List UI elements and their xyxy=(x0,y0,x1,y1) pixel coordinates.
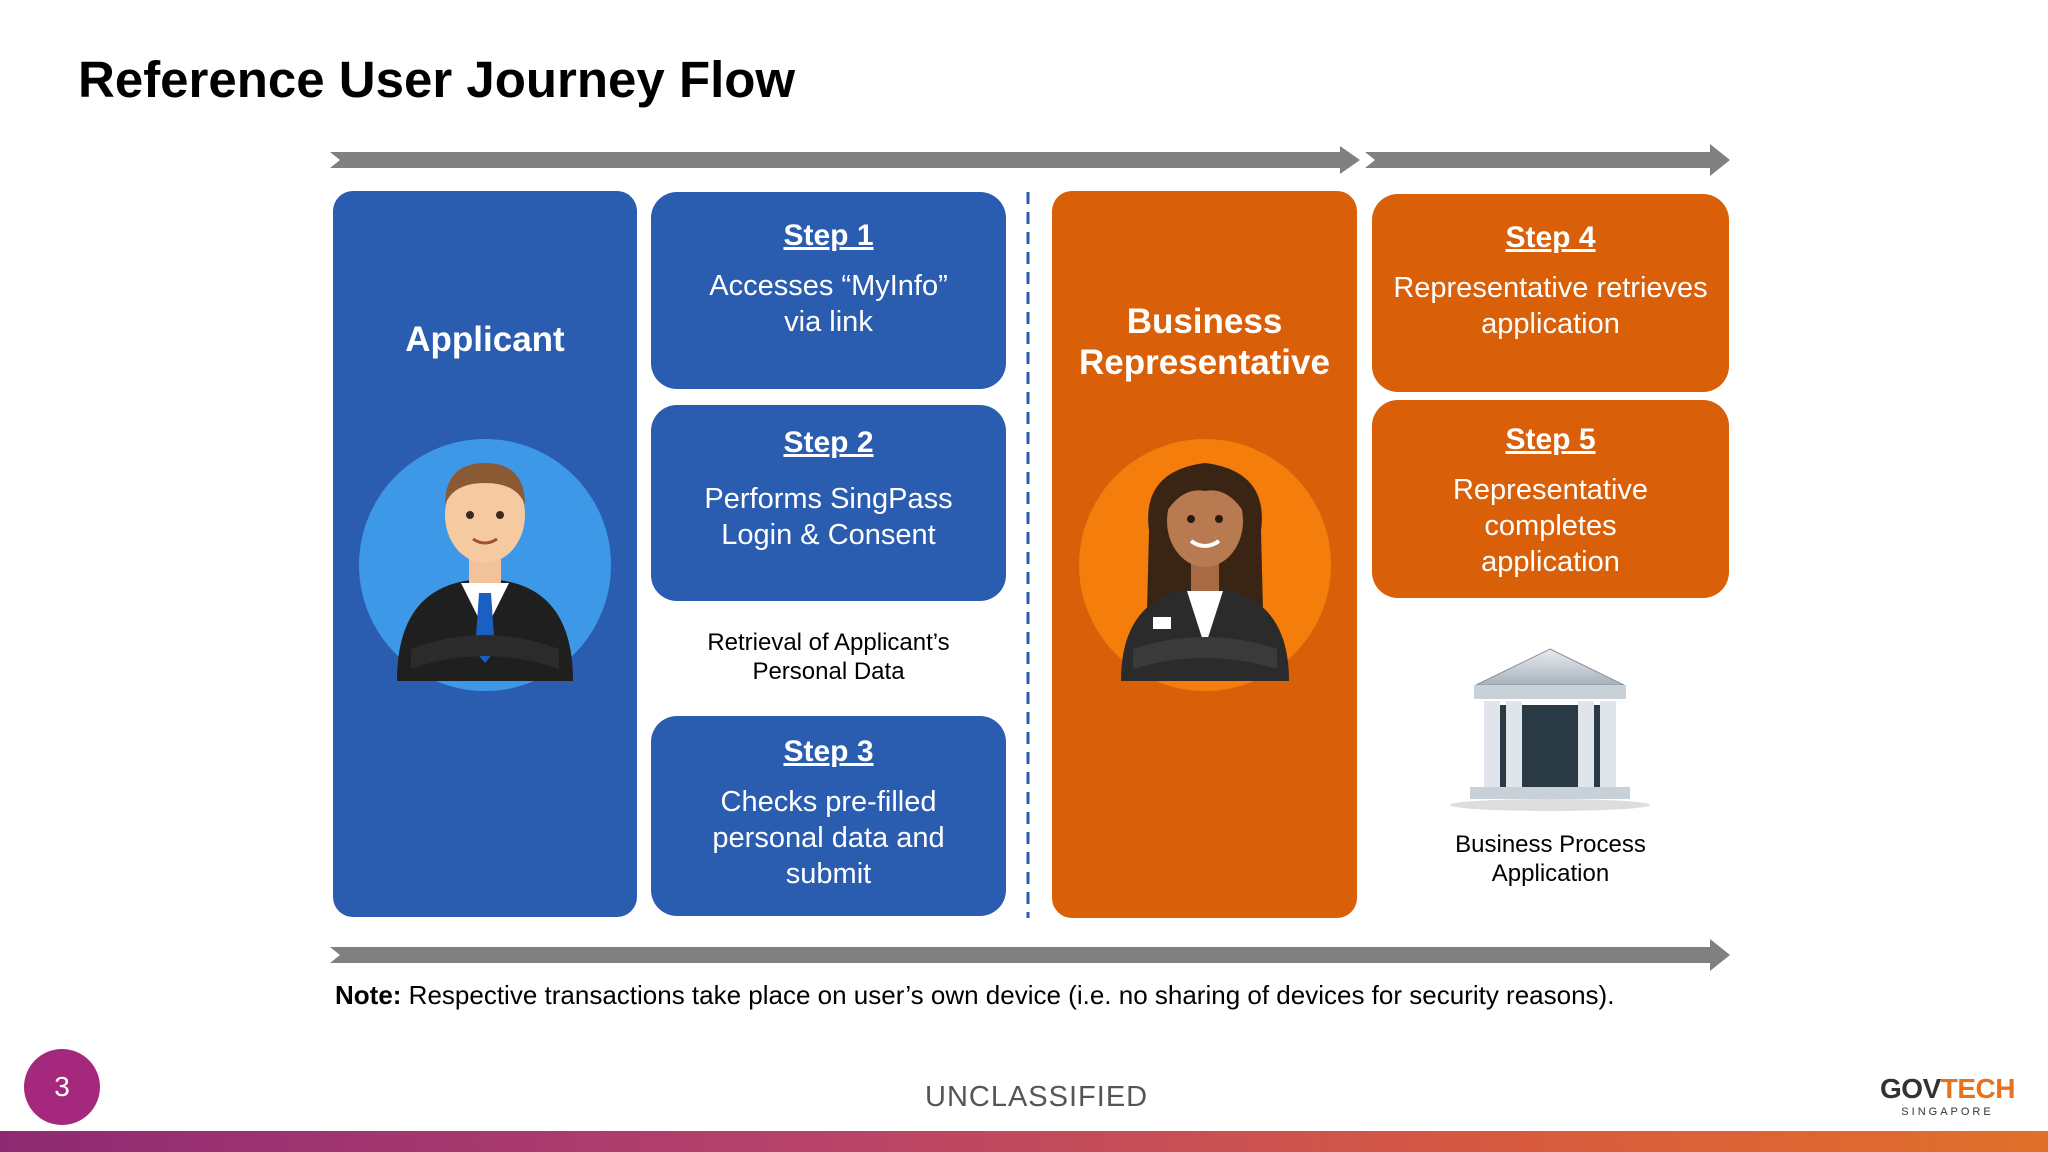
retrieval-caption-line1: Retrieval of Applicant’s xyxy=(707,629,950,656)
step-3-desc-line1: Checks pre-filled xyxy=(720,786,937,818)
step-4-desc-line2: application xyxy=(1481,308,1620,340)
retrieval-caption-line2: Personal Data xyxy=(752,658,905,685)
dashed-divider xyxy=(1026,192,1030,918)
step-5-desc-line1: Representative xyxy=(1452,474,1649,506)
logo-tech-text: TECH xyxy=(1940,1073,2016,1104)
step-1-desc-line2: via link xyxy=(784,306,873,338)
applicant-panel: Applicant xyxy=(333,191,637,917)
step-2-desc-line2: Login & Consent xyxy=(721,519,936,551)
business-representative-avatar-icon xyxy=(1079,439,1331,691)
business-rep-title-line1: Business xyxy=(1126,302,1283,341)
note-label: Note: xyxy=(335,980,402,1010)
retrieval-caption: Retrieval of Applicant’s Personal Data xyxy=(651,628,1006,686)
step-5-label: Step 5 xyxy=(1505,423,1596,456)
business-rep-title-line2: Representative xyxy=(1079,343,1330,382)
step-2-desc-line1: Performs SingPass xyxy=(704,483,953,515)
logo-sub-text: SINGAPORE xyxy=(1901,1106,1994,1118)
step-5-desc-line2: completes xyxy=(1484,510,1617,542)
business-representative-panel: Business Representative xyxy=(1052,191,1357,918)
top-arrow-left xyxy=(330,146,1360,174)
step-4-desc-line1: Representative retrieves xyxy=(1393,272,1708,304)
step-3-desc-line2: personal data and xyxy=(712,822,945,854)
logo-gov-text: GOV xyxy=(1880,1073,1941,1104)
business-rep-title: Business Representative xyxy=(1052,301,1357,383)
bottom-flow-arrow xyxy=(330,939,1730,971)
note-text: Respective transactions take place on us… xyxy=(408,980,1615,1010)
classification-label: UNCLASSIFIED xyxy=(925,1081,1149,1113)
step-4-label: Step 4 xyxy=(1505,221,1596,254)
applicant-avatar-icon xyxy=(359,439,611,691)
step-5-box: Step 5 Representative completes applicat… xyxy=(1372,400,1729,598)
step-3-desc-line3: submit xyxy=(785,858,872,890)
bank-caption-line2: Application xyxy=(1491,860,1610,887)
applicant-title: Applicant xyxy=(405,320,565,359)
top-flow-arrows xyxy=(330,144,1730,176)
step-1-box: Step 1 Accesses “MyInfo” via link xyxy=(651,192,1006,389)
note: Note: Respective transactions take place… xyxy=(335,980,1614,1011)
step-5-desc-line3: application xyxy=(1481,546,1620,578)
page-number-badge: 3 xyxy=(24,1049,100,1125)
step-1-desc-line1: Accesses “MyInfo” xyxy=(709,270,948,302)
bank-building-icon xyxy=(1450,648,1650,811)
step-3-label: Step 3 xyxy=(783,735,874,768)
step-2-box: Step 2 Performs SingPass Login & Consent xyxy=(651,405,1006,601)
govtech-logo: GOVTECH SINGAPORE xyxy=(1880,1073,2015,1119)
step-3-box: Step 3 Checks pre-filled personal data a… xyxy=(651,716,1006,916)
step-1-label: Step 1 xyxy=(783,219,874,252)
step-4-box: Step 4 Representative retrieves applicat… xyxy=(1372,194,1729,392)
bank-caption-line1: Business Process xyxy=(1455,831,1646,858)
page-title: Reference User Journey Flow xyxy=(78,51,796,108)
top-arrow-right xyxy=(1365,144,1730,176)
bank-caption: Business Process Application xyxy=(1372,830,1729,888)
step-2-label: Step 2 xyxy=(783,426,874,459)
footer-gradient-bar xyxy=(0,1131,2048,1152)
